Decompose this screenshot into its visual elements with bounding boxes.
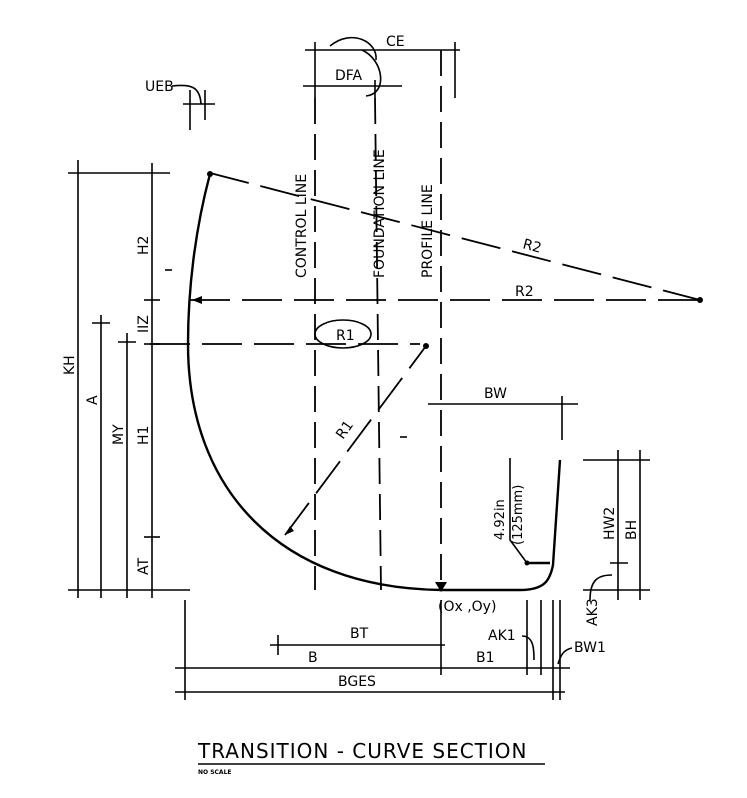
- origin-label: (Ox ,Oy): [438, 599, 496, 615]
- drawing-title: TRANSITION - CURVE SECTION: [197, 739, 528, 763]
- r1-radius-line: [284, 345, 427, 536]
- hw2-label: HW2: [602, 507, 618, 540]
- my-label: MY: [111, 424, 127, 445]
- foundation-line-label: FOUNDATION LINE: [372, 149, 388, 278]
- b-label: B: [308, 650, 318, 666]
- left-vertical-dimensions: KH A MY H2 IIZ H1 AT: [62, 160, 190, 598]
- r1-callout-label: R1: [336, 328, 355, 344]
- top-dimensions: CE DFA UEB: [145, 34, 460, 130]
- origin-marker: [435, 582, 447, 592]
- r2-lower-label: R2: [515, 284, 534, 300]
- ueb-leader: [171, 84, 202, 105]
- r2-radius-line: [209, 172, 701, 301]
- dfa-leader: [361, 49, 382, 97]
- dfa-label: DFA: [335, 68, 363, 84]
- r1-arrowhead: [285, 526, 294, 535]
- ak3-label: AK3: [585, 598, 601, 626]
- r1-callout-ellipse: [314, 319, 372, 349]
- r2-upper-label: R2: [521, 236, 543, 256]
- bottom-dimensions: (Ox ,Oy) BT B B1 AK1 BW1 BGES: [175, 599, 606, 700]
- note-mm-label: (125mm): [511, 485, 526, 545]
- bges-label: BGES: [338, 674, 376, 690]
- iiz-label: IIZ: [136, 315, 152, 333]
- transition-curve: [186, 173, 562, 592]
- ak1-label: AK1: [488, 628, 516, 644]
- b1-label: B1: [476, 650, 495, 666]
- kh-label: KH: [62, 355, 78, 375]
- r2-arrowhead: [192, 296, 202, 304]
- h2-label: H2: [136, 236, 152, 255]
- ueb-label: UEB: [145, 79, 174, 95]
- reference-lines: CONTROL LINE FOUNDATION LINE PROFILE LIN…: [294, 50, 442, 591]
- control-line-label: CONTROL LINE: [294, 174, 310, 278]
- r1-diagonal-label: R1: [333, 418, 357, 442]
- right-side-dimensions: BW 4.92in (125mm) HW2 BH AK3: [428, 386, 650, 626]
- note-leader: [509, 458, 528, 564]
- h1-label: H1: [136, 426, 152, 445]
- bw1-leader: [557, 647, 573, 665]
- bt-label: BT: [350, 626, 369, 642]
- note-in-label: 4.92in: [493, 499, 508, 540]
- at-label: AT: [136, 558, 152, 575]
- ak3-leader: [589, 574, 613, 601]
- foundation-line: [374, 97, 382, 591]
- bh-label: BH: [624, 520, 640, 540]
- bw1-label: BW1: [574, 640, 606, 656]
- r2-center-point: [697, 297, 703, 303]
- a-label: A: [85, 395, 101, 405]
- construction-lines: [150, 171, 703, 536]
- bw-label: BW: [484, 386, 507, 402]
- ce-leader: [329, 36, 377, 61]
- profile-line-label: PROFILE LINE: [420, 184, 436, 278]
- r1-center-point: [423, 343, 429, 349]
- ak1-leader: [521, 635, 535, 661]
- drawing-subtitle: NO SCALE: [198, 769, 232, 776]
- drawing-title-block: TRANSITION - CURVE SECTION NO SCALE: [197, 739, 545, 776]
- ce-label: CE: [386, 34, 405, 50]
